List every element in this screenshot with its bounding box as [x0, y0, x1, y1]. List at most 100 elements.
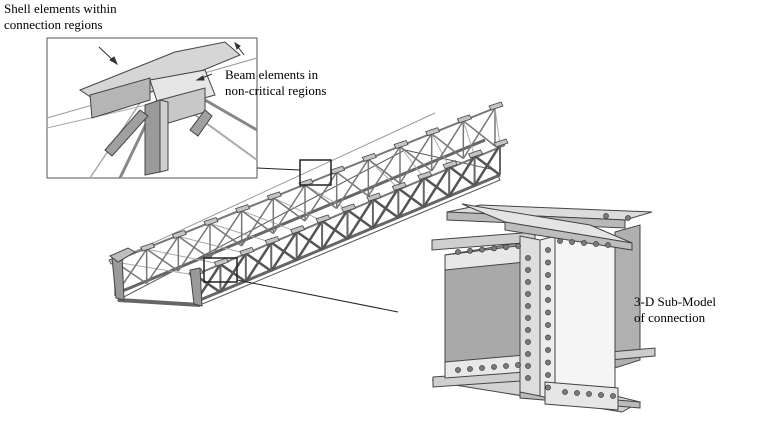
gusset-plate	[203, 217, 219, 226]
truss-diagonal	[241, 197, 274, 247]
beam-elements-label: Beam elements in non-critical regions	[225, 67, 326, 99]
bolt	[557, 238, 563, 244]
gusset-plate	[340, 203, 357, 213]
gusset-plate	[330, 165, 346, 175]
truss-diagonal	[270, 230, 298, 272]
bolt	[525, 303, 531, 309]
gusset-plate	[171, 229, 187, 239]
gusset-plate	[393, 140, 409, 149]
truss-diagonal	[448, 155, 476, 197]
bolt	[581, 240, 587, 246]
truss-diagonal	[295, 220, 324, 262]
truss-diagonal	[422, 166, 451, 208]
bolt	[569, 239, 575, 245]
bolt	[545, 384, 551, 391]
bolt	[455, 367, 461, 373]
submodel-label-line1: 3-D Sub-Model	[634, 294, 716, 309]
inset-detail	[46, 37, 258, 179]
top-connection-box	[299, 159, 332, 186]
truss-diagonal	[336, 158, 369, 209]
truss-diagonal	[397, 176, 425, 219]
truss-cross	[431, 133, 450, 167]
gusset-plate	[235, 204, 251, 214]
gusset-plate	[361, 152, 377, 162]
submodel-connection	[431, 203, 656, 413]
bolt	[525, 351, 531, 357]
truss-cross	[146, 248, 221, 265]
truss-diagonal	[146, 235, 179, 284]
beam-label-line1: Beam elements in	[225, 67, 319, 82]
bolt	[545, 359, 551, 366]
truss-diagonal	[367, 146, 401, 197]
bolt	[605, 242, 611, 248]
bolt	[525, 267, 531, 273]
truss-diagonal	[473, 144, 502, 187]
bolt	[491, 245, 497, 252]
gusset-plate	[366, 192, 382, 202]
bolt	[603, 213, 609, 219]
gusset-plate	[488, 101, 504, 111]
bolt	[545, 372, 551, 378]
bolt	[479, 365, 485, 371]
bolt	[574, 390, 580, 396]
highlight-boxes	[203, 159, 399, 313]
bolt	[525, 363, 531, 369]
truss-cross	[273, 197, 323, 222]
bolt	[545, 259, 551, 266]
bolt	[503, 363, 509, 369]
bolt	[515, 362, 521, 368]
bolt	[467, 366, 473, 372]
truss-diagonal	[371, 187, 400, 230]
gusset-plate	[290, 225, 306, 235]
bolt	[610, 393, 616, 399]
truss-diagonal	[244, 241, 273, 283]
submodel-label: 3-D Sub-Model of connection	[634, 294, 716, 326]
gusset-plate	[213, 257, 229, 267]
bolt	[562, 389, 568, 395]
truss-bridge	[108, 101, 509, 307]
bolt	[525, 375, 531, 381]
bolt	[525, 339, 531, 345]
bolt	[525, 291, 531, 297]
shell-elements-label: Shell elements within connection regions	[4, 1, 117, 33]
truss-cross	[304, 184, 348, 211]
gusset-plate	[456, 114, 472, 124]
bolt	[545, 347, 551, 353]
truss-cross	[462, 120, 476, 156]
bolt	[525, 279, 531, 285]
bottom-connection-box	[203, 257, 238, 283]
beam-label-line2: non-critical regions	[225, 83, 327, 98]
gusset-plate	[140, 242, 156, 252]
shell-label-line2: connection regions	[4, 17, 103, 32]
truss-cross	[241, 210, 297, 233]
truss-diagonal	[399, 133, 433, 184]
bolt	[598, 392, 604, 398]
truss-diagonal	[346, 198, 374, 240]
bolt	[545, 272, 551, 278]
truss-diagonal	[272, 184, 306, 234]
gusset-plate	[264, 236, 280, 245]
gusset-plate	[266, 191, 282, 201]
gusset-plate	[468, 149, 484, 159]
bolt	[545, 309, 551, 316]
truss-cross	[114, 261, 196, 276]
bolt	[491, 364, 497, 370]
bolt	[515, 243, 521, 249]
bolt	[479, 246, 485, 253]
gusset-plate	[493, 138, 509, 148]
truss-diagonal	[321, 209, 349, 251]
bolt	[593, 241, 599, 247]
bolt	[503, 244, 509, 251]
gusset-plate	[417, 171, 433, 180]
bolt	[545, 247, 551, 253]
bolt	[525, 315, 531, 321]
truss-diagonal	[219, 252, 247, 294]
truss-diagonal	[209, 210, 243, 259]
bolt	[545, 297, 551, 303]
submodel-label-line2: of connection	[634, 310, 706, 325]
gusset-plate	[239, 246, 255, 256]
bolt	[545, 284, 551, 291]
bolt	[525, 255, 531, 261]
bolt	[545, 334, 551, 341]
